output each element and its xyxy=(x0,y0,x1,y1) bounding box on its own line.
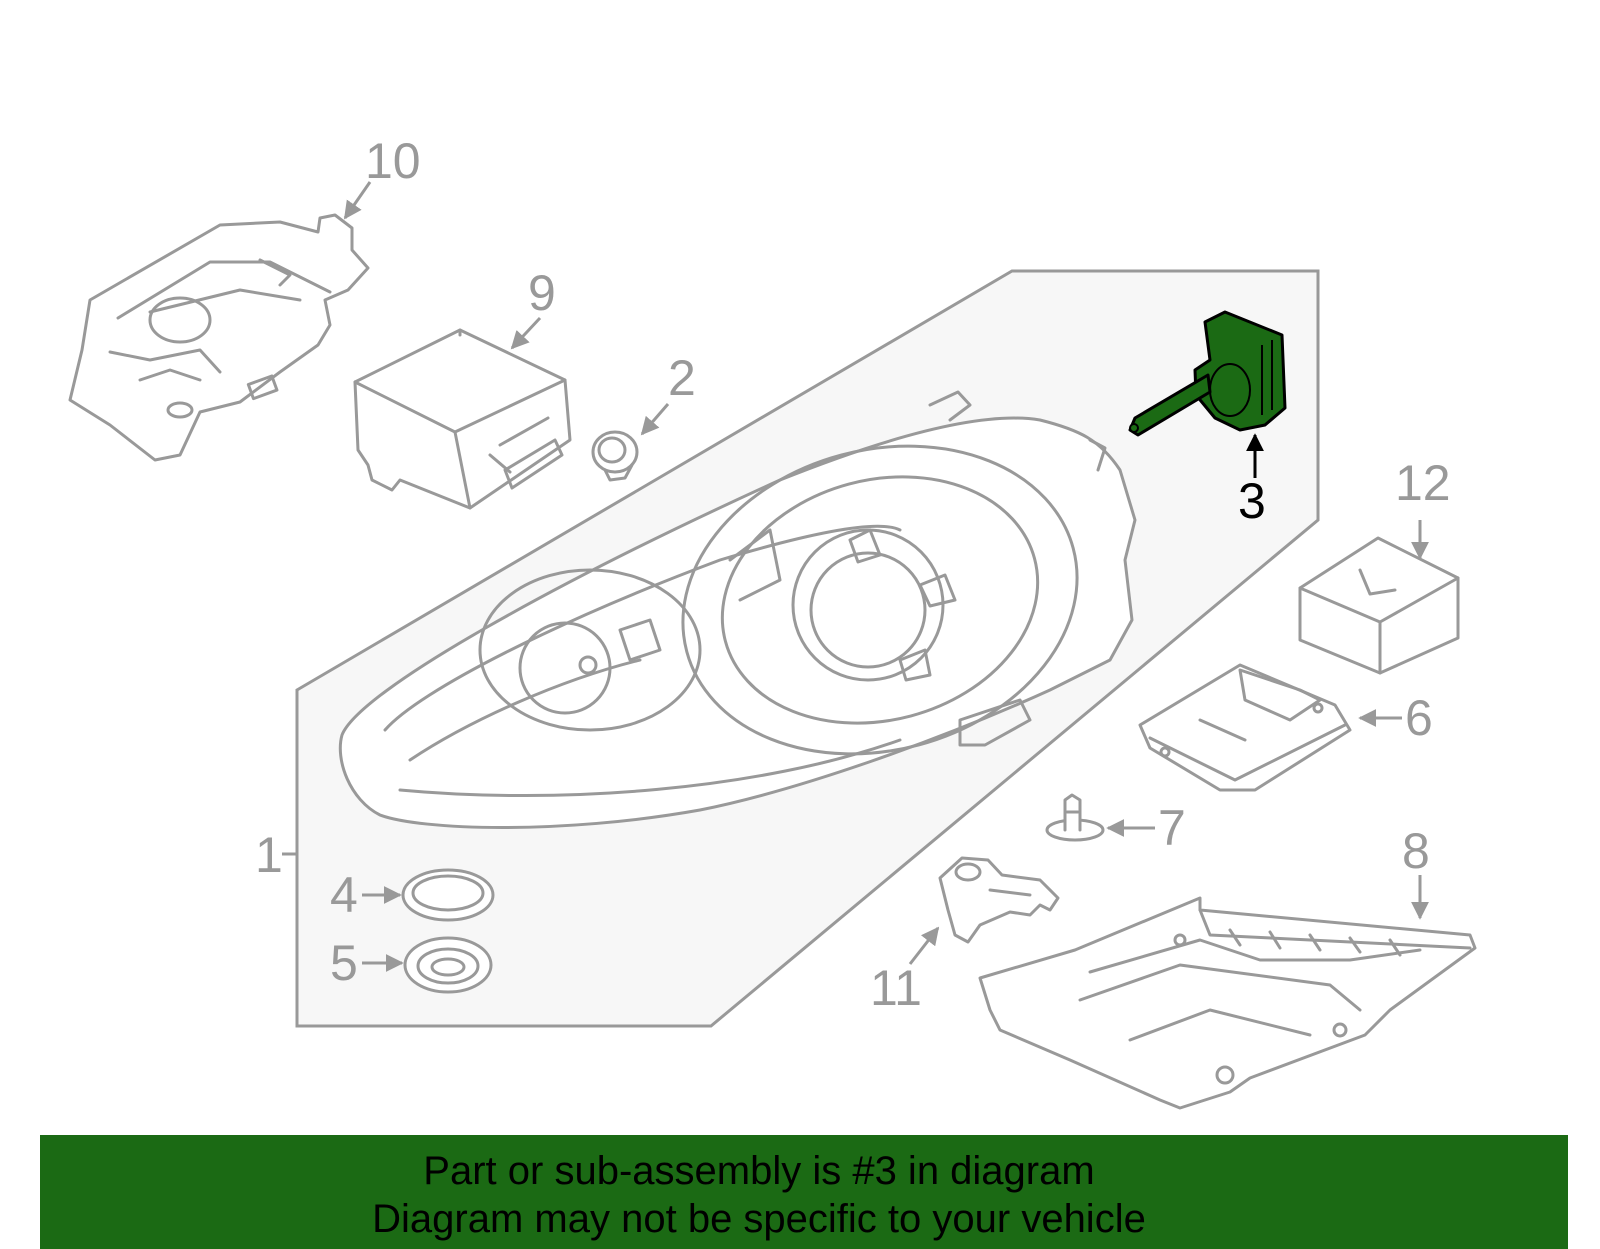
callout-11: 11 xyxy=(870,960,922,1016)
callout-12: 12 xyxy=(1395,455,1451,511)
leader-9 xyxy=(510,316,542,350)
headlamp-assembly[interactable] xyxy=(338,390,1137,829)
seal-part-5[interactable] xyxy=(403,936,493,994)
leader-2 xyxy=(640,403,670,436)
banner-line-2: Diagram may not be specific to your vehi… xyxy=(372,1197,1146,1241)
leader-10 xyxy=(343,181,372,220)
callout-1: 1 xyxy=(255,827,283,883)
seal-part-4[interactable] xyxy=(401,868,495,922)
info-banner: Part or sub-assembly is #3 in diagram Di… xyxy=(40,1135,1568,1249)
callout-3: 3 xyxy=(1238,473,1266,529)
box-part-12[interactable] xyxy=(1298,536,1460,675)
grommet-part-2[interactable] xyxy=(591,430,639,482)
clip-part-11[interactable] xyxy=(938,856,1060,944)
callout-9: 9 xyxy=(528,265,556,321)
callout-5: 5 xyxy=(330,935,358,991)
screw-part-7[interactable] xyxy=(1045,793,1105,842)
callout-8: 8 xyxy=(1402,823,1430,879)
ballast-part-6[interactable] xyxy=(1138,663,1352,792)
cover-part-8[interactable] xyxy=(978,896,1477,1110)
control-module-part-9[interactable] xyxy=(353,328,572,510)
callout-2: 2 xyxy=(668,350,696,406)
callout-7: 7 xyxy=(1158,800,1186,856)
bracket-part-10[interactable] xyxy=(68,213,370,462)
banner-line-1: Part or sub-assembly is #3 in diagram xyxy=(423,1149,1095,1193)
callout-6: 6 xyxy=(1405,690,1433,746)
leader-11 xyxy=(908,926,940,965)
callout-10: 10 xyxy=(365,133,421,189)
bulb-part-3[interactable] xyxy=(1128,310,1287,437)
callout-4: 4 xyxy=(330,867,358,923)
